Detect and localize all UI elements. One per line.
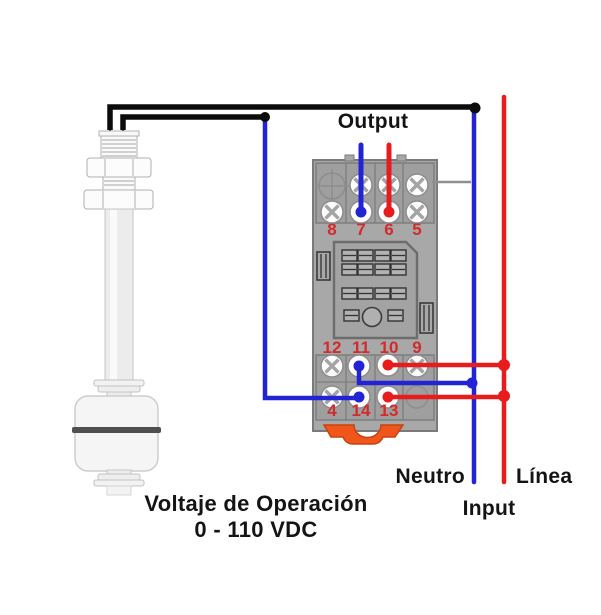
neutro-label: Neutro: [395, 465, 465, 488]
float-stop-lower: [93, 469, 145, 496]
terminal-number: 4: [327, 401, 337, 420]
wire-junctions: [260, 102, 510, 403]
junction-dot: [466, 377, 478, 389]
socket-top-tab: [396, 154, 407, 162]
float-lead-wire-a: [107, 104, 475, 130]
terminal-number: 8: [327, 220, 336, 239]
float-sensor-icon: [72, 123, 161, 496]
wiring: [107, 94, 507, 485]
junction-dot: [355, 206, 367, 218]
junction-dot: [498, 390, 510, 402]
float-band: [72, 427, 161, 433]
float-body: [72, 395, 161, 472]
junction-dot: [469, 102, 481, 114]
wire-terminal-11-neutro: [356, 366, 472, 386]
output-label: Output: [337, 110, 409, 133]
retainer-clip-right: [419, 302, 434, 334]
screw-terminal: [404, 172, 430, 198]
junction-dot: [498, 359, 510, 371]
relay-socket-icon: 8 7 6 5 12 11: [312, 154, 438, 445]
junction-dot: [382, 359, 394, 371]
junction-dot: [353, 360, 365, 372]
sensor-nut-upper: [86, 157, 152, 178]
float-stop-upper: [93, 379, 145, 398]
terminal-numbers-top: 8 7 6 5: [327, 220, 421, 239]
linea-label: Línea: [516, 465, 573, 488]
crosshair-mark: [315, 169, 349, 203]
float-lead-wire-b: [120, 114, 265, 130]
operating-voltage-title: Voltaje de Operación: [144, 491, 368, 516]
terminal-number: 6: [384, 220, 393, 239]
socket-terminal-block-top: [315, 162, 435, 225]
socket-top-tab: [344, 154, 355, 162]
terminal-number: 14: [352, 401, 371, 420]
terminal-number: 10: [380, 338, 399, 357]
din-rail-clip: [322, 424, 405, 445]
terminal-number: 7: [356, 220, 365, 239]
screw-terminal-12: [319, 353, 345, 379]
wire-to-terminal-14: [262, 117, 359, 401]
sensor-nut-lower: [83, 189, 154, 210]
retainer-clip-left: [316, 251, 331, 281]
terminal-number: 13: [380, 401, 399, 420]
terminal-number: 9: [412, 338, 421, 357]
terminal-number: 5: [412, 220, 421, 239]
junction-dot: [353, 391, 365, 403]
pin-hole: [361, 306, 383, 328]
terminal-number: 12: [323, 338, 342, 357]
socket-relay-bay: [316, 240, 434, 340]
junction-dot: [382, 391, 394, 403]
sensor-thread-upper: [100, 135, 138, 162]
junction-dot: [383, 206, 395, 218]
junction-dot: [260, 112, 270, 122]
input-label: Input: [462, 497, 516, 520]
terminal-numbers-bottom: 4 14 13: [327, 401, 398, 420]
terminal-number: 11: [352, 338, 370, 357]
sensor-stem: [104, 208, 134, 383]
terminal-numbers-middle: 12 11 10 9: [323, 338, 422, 357]
sensor-washer: [98, 130, 140, 137]
sensor-thread-lower: [102, 176, 136, 191]
operating-voltage-value: 0 - 110 VDC: [194, 517, 318, 542]
